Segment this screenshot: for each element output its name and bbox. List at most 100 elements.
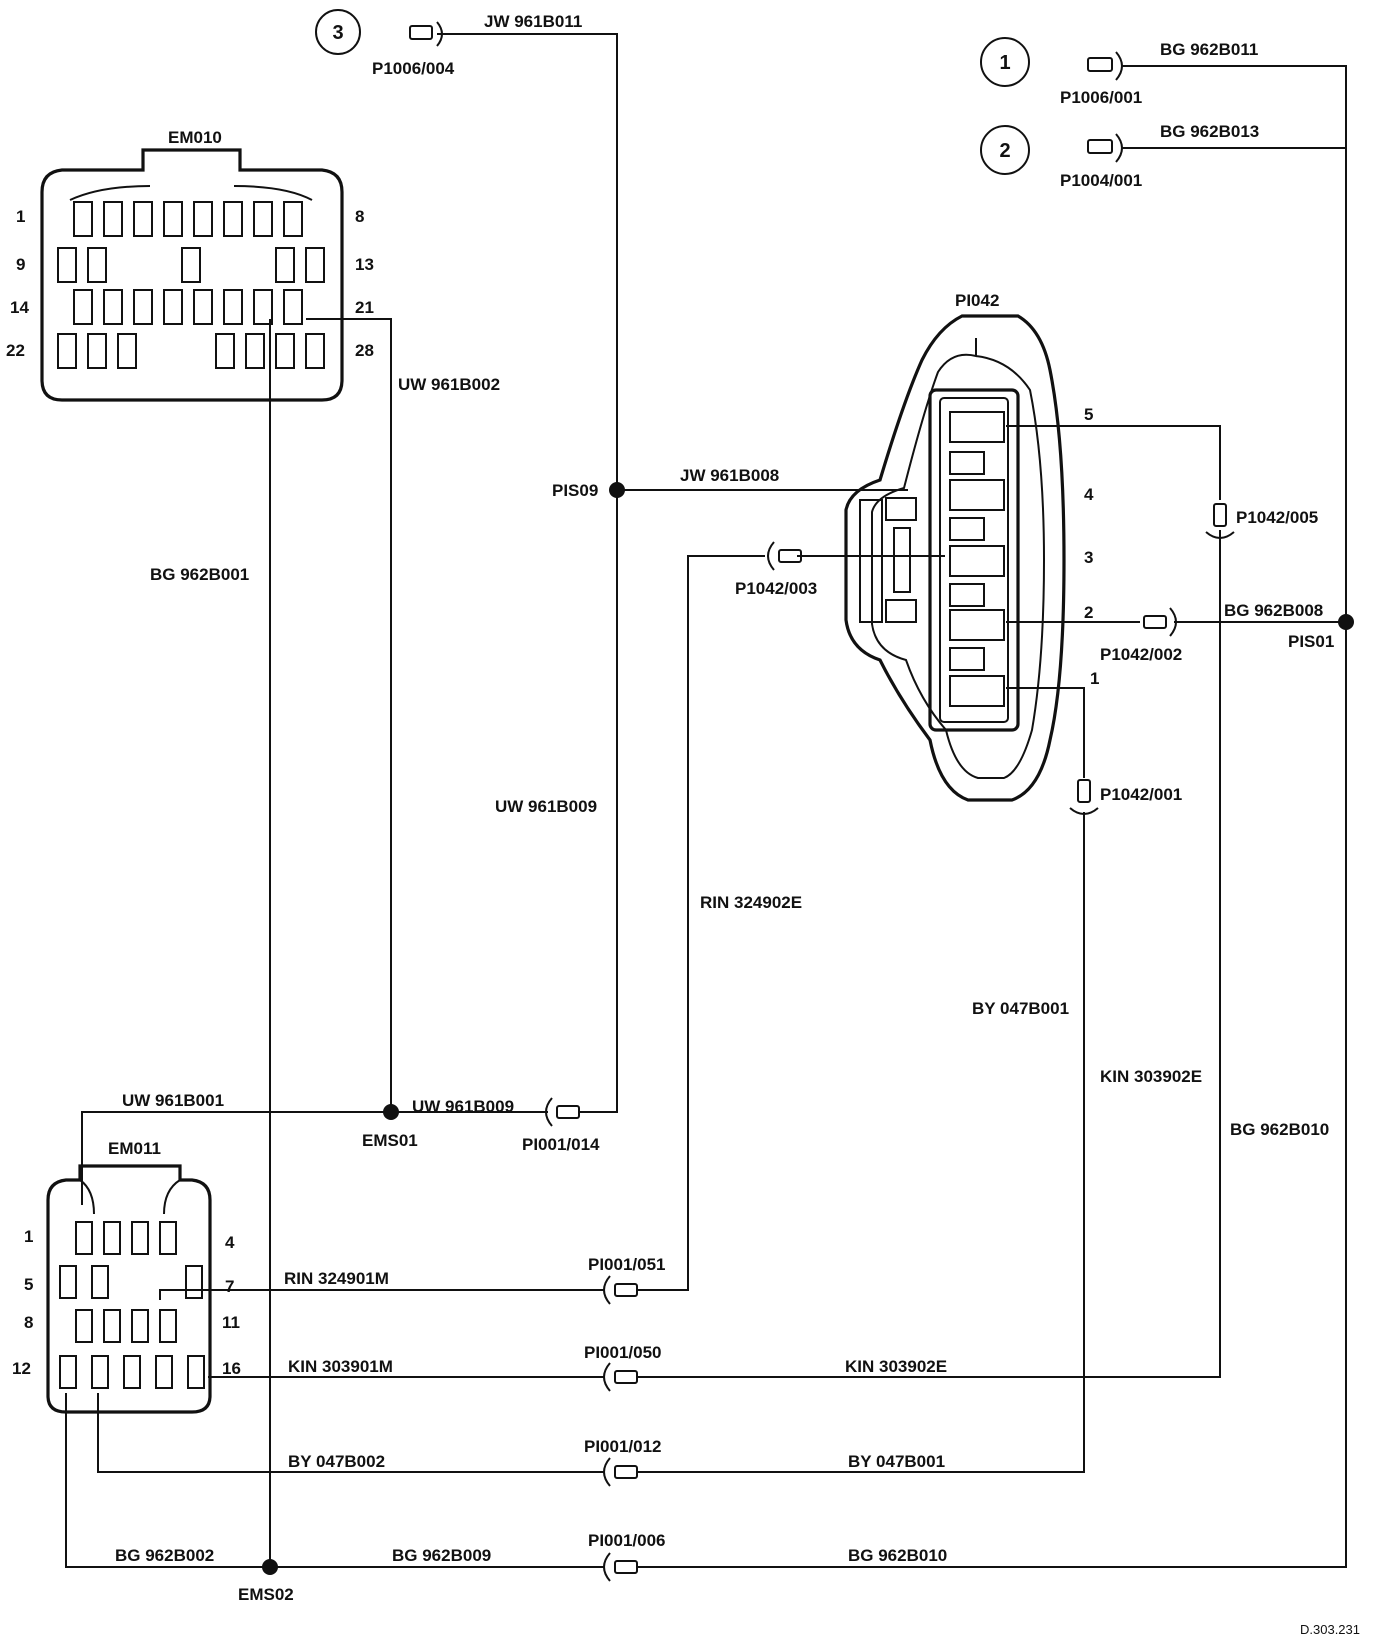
wire-label-by047b001-bottom: BY 047B001 xyxy=(848,1452,945,1471)
wire-bg962b002 xyxy=(65,1393,270,1568)
wire-by047b002 xyxy=(97,1393,605,1473)
em011-pin-11: 11 xyxy=(222,1313,240,1332)
splice-ems01-label: EMS01 xyxy=(362,1131,418,1150)
wire-label-bg962b009: BG 962B009 xyxy=(392,1546,491,1565)
plug-p1042-001-label: P1042/001 xyxy=(1100,785,1182,804)
pi001-050-pin-icon xyxy=(614,1370,638,1384)
callout-2-plug-label: P1004/001 xyxy=(1060,171,1142,190)
em010-pin-21: 21 xyxy=(355,298,374,317)
plug-p1004-001-icon xyxy=(1087,139,1113,154)
pi042-pin-5: 5 xyxy=(1084,405,1093,424)
wire-label-uw961b002: UW 961B002 xyxy=(398,375,500,394)
callout-1-plug-label: P1006/001 xyxy=(1060,88,1142,107)
p1042-005-socket-icon xyxy=(1205,531,1235,539)
wire-label-uw961b009-bottom: UW 961B009 xyxy=(412,1097,514,1116)
inline-plugs xyxy=(545,503,1235,1582)
em010-label: EM010 xyxy=(168,128,222,147)
splice-points xyxy=(262,482,1354,1575)
em011-pin-16: 16 xyxy=(222,1359,241,1378)
em010-cavities xyxy=(57,201,325,369)
callout-3-plug-label: P1006/004 xyxy=(372,59,455,78)
connector-em011: EM011 1 4 5 7 8 11 12 16 xyxy=(12,1139,241,1414)
p1042-001-socket-icon xyxy=(1069,807,1099,815)
p1042-002-pin-icon xyxy=(1143,615,1167,629)
p1042-002-socket-icon xyxy=(1169,607,1177,637)
splice-pis01-label: PIS01 xyxy=(1288,632,1334,651)
pi001-014-pin-icon xyxy=(556,1105,580,1119)
em011-pin-12: 12 xyxy=(12,1359,31,1378)
callout-3: 3 P1006/004 JW 961B011 xyxy=(315,9,582,78)
callout-3-wire-label: JW 961B011 xyxy=(484,12,582,31)
wire-label-kin303902e-vertical: KIN 303902E xyxy=(1100,1067,1202,1086)
em011-pin-4: 4 xyxy=(225,1233,235,1252)
wire-uw961b001 xyxy=(81,1111,391,1205)
em011-cavities xyxy=(59,1221,205,1389)
plug-pi001-050-label: PI001/050 xyxy=(584,1343,662,1362)
splice-pis01 xyxy=(1338,614,1354,630)
pi001-050-socket-icon xyxy=(603,1362,611,1392)
p1042-003-socket-icon xyxy=(767,541,775,571)
em010-pin-13: 13 xyxy=(355,255,374,274)
pi001-012-pin-icon xyxy=(614,1465,638,1479)
wire-label-bg962b002: BG 962B002 xyxy=(115,1546,214,1565)
em010-pin-1: 1 xyxy=(16,207,25,226)
wire-label-bg962b008: BG 962B008 xyxy=(1224,601,1323,620)
plug-p1042-005-label: P1042/005 xyxy=(1236,508,1318,527)
plug-pi001-012-label: PI001/012 xyxy=(584,1437,662,1456)
connector-pi042: PI042 5 4 3 2 1 xyxy=(844,291,1099,802)
wire-rin324902e xyxy=(637,555,765,1291)
wire-pi042-pin5 xyxy=(1006,425,1221,500)
plug-p1006-004-icon xyxy=(409,25,433,40)
callout-1: 1 P1006/001 BG 962B011 xyxy=(980,37,1258,107)
wire-uw961b002 xyxy=(306,318,392,1112)
callout-2-number: 2 xyxy=(999,140,1010,162)
pi042-pin-2: 2 xyxy=(1084,603,1093,622)
pi042-pin-3: 3 xyxy=(1084,548,1093,567)
plug-pi001-006-label: PI001/006 xyxy=(588,1531,666,1550)
wire-bg962b011 xyxy=(1122,65,1347,619)
callout-2-wire-label: BG 962B013 xyxy=(1160,122,1259,141)
wire-label-rin324901m: RIN 324901M xyxy=(284,1269,389,1288)
plug-p1006-001-icon xyxy=(1087,57,1113,72)
wire-label-rin324902e: RIN 324902E xyxy=(700,893,802,912)
pi042-pin-4: 4 xyxy=(1084,485,1094,504)
wire-label-bg962b001: BG 962B001 xyxy=(150,565,249,584)
pi042-inner-frame xyxy=(928,388,1020,732)
wire-jw961b011 xyxy=(437,33,618,490)
pi042-cavities xyxy=(949,411,1005,707)
splice-ems02 xyxy=(262,1559,278,1575)
splice-pis09 xyxy=(609,482,625,498)
em010-pin-14: 14 xyxy=(10,298,29,317)
pi001-051-pin-icon xyxy=(614,1283,638,1297)
pi042-outer-housing xyxy=(844,314,1066,802)
em010-pin-8: 8 xyxy=(355,207,364,226)
em011-pin-7: 7 xyxy=(225,1277,234,1296)
wire-label-uw961b001: UW 961B001 xyxy=(122,1091,224,1110)
wire-pi042-pin1 xyxy=(1006,687,1085,778)
plug-pi001-051-label: PI001/051 xyxy=(588,1255,666,1274)
p1042-005-pin-icon xyxy=(1213,503,1227,527)
wire-label-bg962b010-bottom: BG 962B010 xyxy=(848,1546,947,1565)
pi001-051-socket-icon xyxy=(603,1275,611,1305)
wire-label-by047b001-vertical: BY 047B001 xyxy=(972,999,1069,1018)
em010-pin-28: 28 xyxy=(355,341,374,360)
pi001-006-pin-icon xyxy=(614,1560,638,1574)
wire-by047b001 xyxy=(637,812,1085,1473)
plug-p1042-003-label: P1042/003 xyxy=(735,579,817,598)
wire-label-kin303901m: KIN 303901M xyxy=(288,1357,393,1376)
wire-label-kin303902e-bottom: KIN 303902E xyxy=(845,1357,947,1376)
p1042-003-pin-icon xyxy=(778,549,802,563)
pi042-pin-1: 1 xyxy=(1090,669,1099,688)
pi042-label: PI042 xyxy=(955,291,999,310)
wire-label-jw961b008: JW 961B008 xyxy=(680,466,779,485)
callout-1-wire-label: BG 962B011 xyxy=(1160,40,1258,59)
pi001-012-socket-icon xyxy=(603,1457,611,1487)
em011-pin-1: 1 xyxy=(24,1227,33,1246)
em010-pin-22: 22 xyxy=(6,341,25,360)
pi001-014-socket-icon xyxy=(545,1097,553,1127)
wire-rin324901m xyxy=(159,1289,605,1300)
labels: PIS09 PIS01 EMS01 EMS02 P1042/003 P1042/… xyxy=(115,375,1360,1637)
drawing-reference: D.303.231 xyxy=(1300,1622,1360,1637)
wire-bg962b010 xyxy=(637,619,1347,1568)
